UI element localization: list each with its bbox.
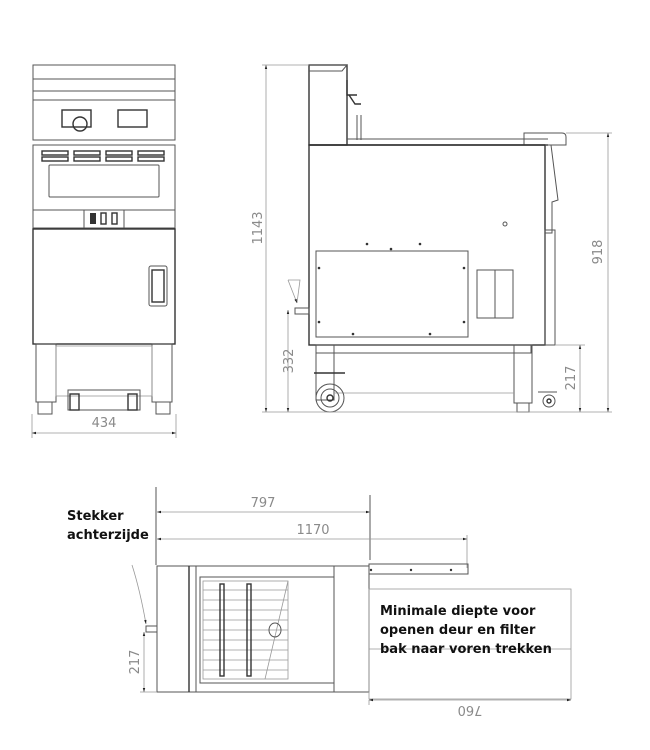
dimension-total-height: 1143 bbox=[251, 211, 266, 244]
dimension-base-height: 217 bbox=[564, 366, 579, 391]
control-knob-left-icon bbox=[61, 109, 92, 132]
small-caster-icon bbox=[538, 391, 557, 408]
caster-icon bbox=[67, 389, 141, 411]
fryer-basket-icon bbox=[202, 580, 289, 680]
clearance-note-line1: Minimale diepte voor bbox=[380, 604, 536, 619]
caster-wheel-icon bbox=[314, 372, 345, 413]
dimension-depth: 797 bbox=[251, 496, 276, 511]
front-view: 434 bbox=[31, 64, 177, 438]
plug-rear-label: Stekker achterzijde bbox=[67, 507, 149, 545]
top-view: 797 1170 bbox=[128, 487, 572, 717]
clearance-note-line3: bak naar voren trekken bbox=[380, 642, 552, 657]
clearance-note-line2: openen deur en filter bbox=[380, 623, 536, 638]
dimension-plug-side: 217 bbox=[128, 650, 143, 675]
dimension-width: 434 bbox=[92, 416, 117, 431]
switch-icon bbox=[90, 212, 118, 225]
door-handle-icon bbox=[148, 265, 168, 307]
dimension-worktop-height: 918 bbox=[591, 240, 606, 265]
dimension-plug-height: 332 bbox=[282, 349, 297, 374]
dimension-depth-pullout: 1170 bbox=[296, 523, 329, 538]
plug-rear-line2: achterzijde bbox=[67, 528, 149, 543]
plug-rear-line1: Stekker bbox=[67, 509, 124, 524]
dimension-min-clearance: 760 bbox=[458, 702, 483, 717]
side-view: 1143 332 918 217 bbox=[251, 64, 612, 413]
control-knob-right-icon bbox=[117, 109, 148, 128]
clearance-note: Minimale diepte voor openen deur en filt… bbox=[380, 602, 552, 659]
